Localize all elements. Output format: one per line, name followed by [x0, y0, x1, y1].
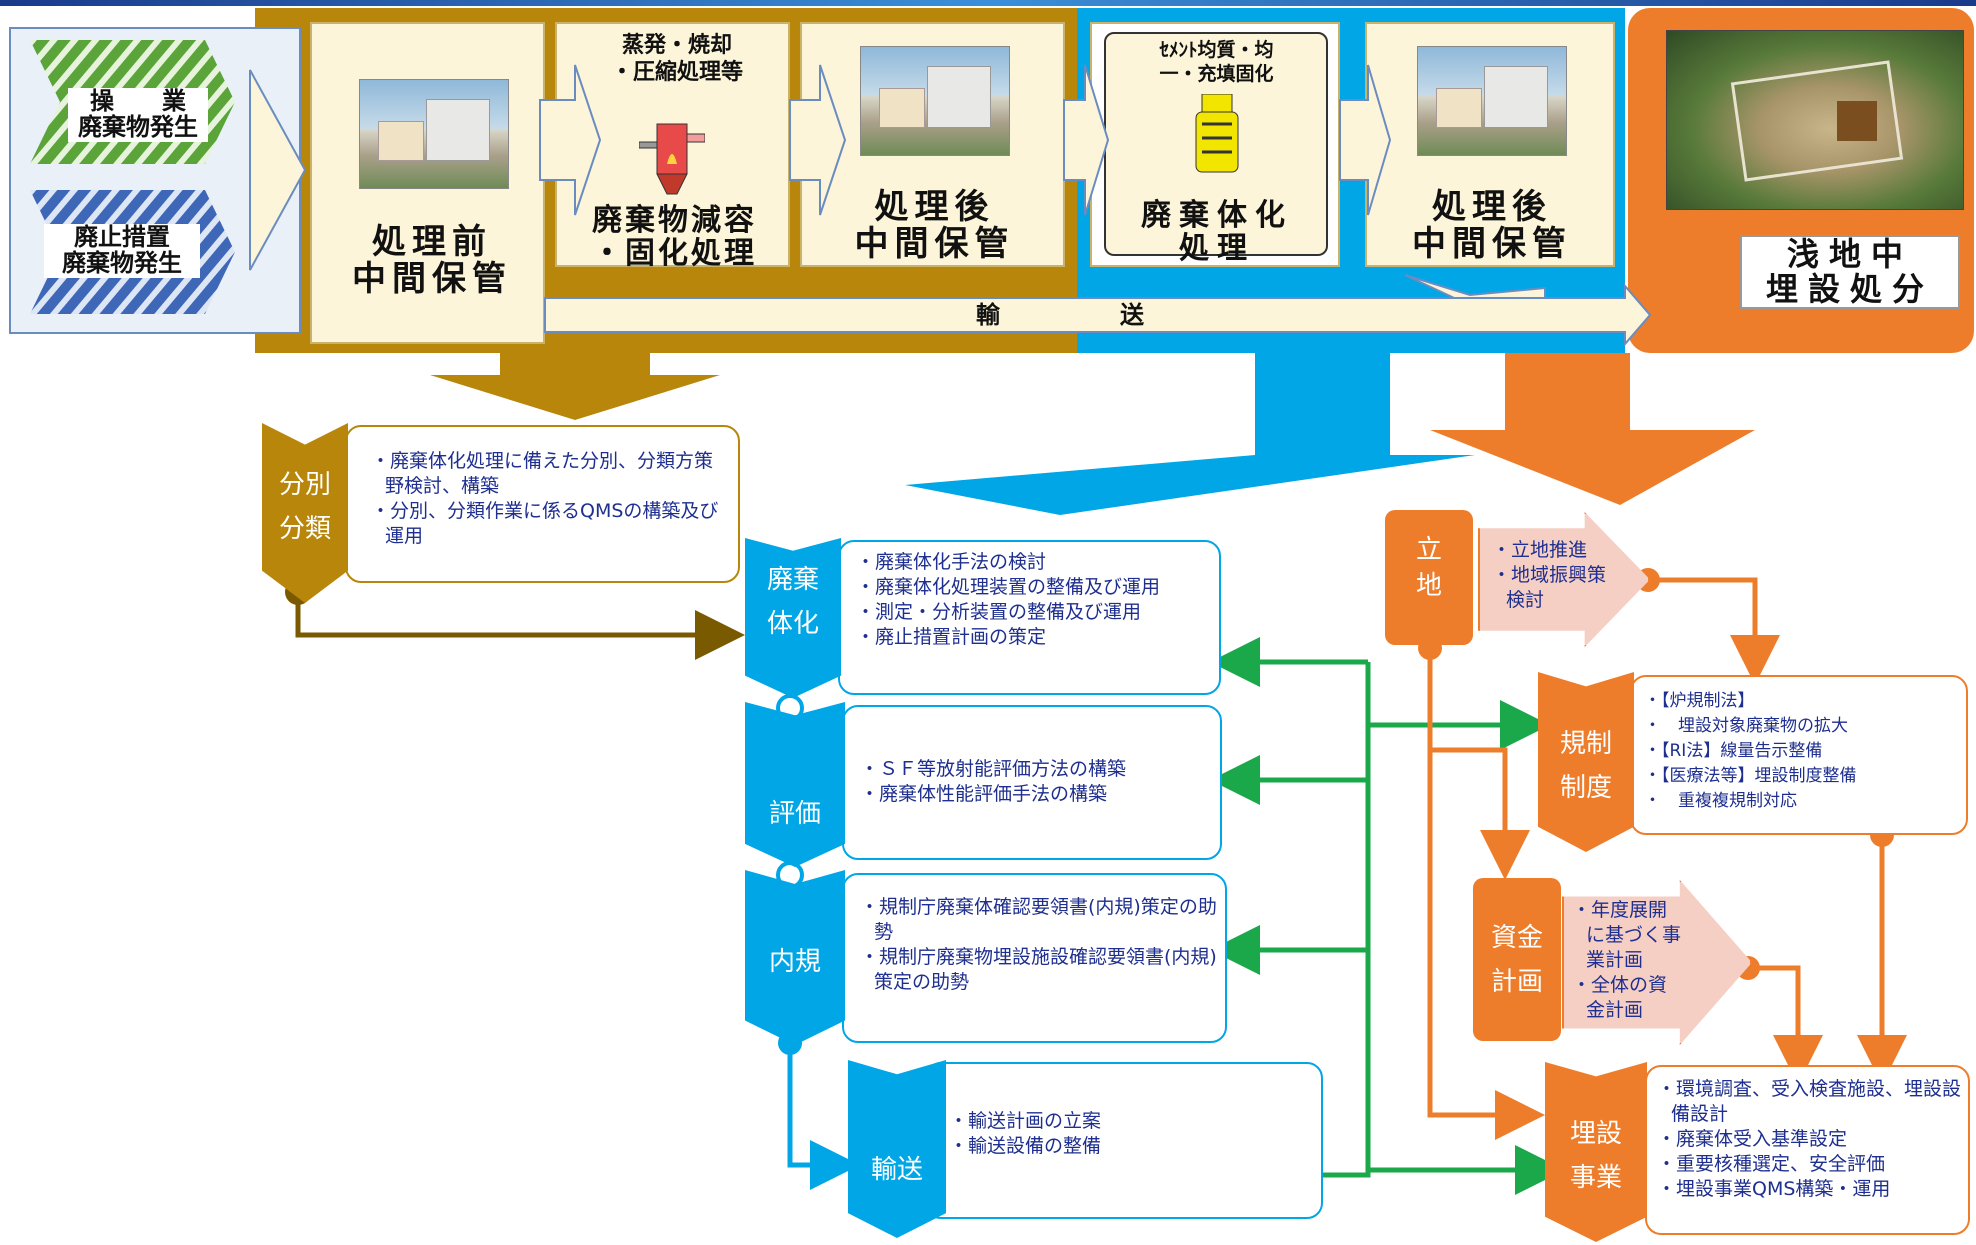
- reduction-label: 廃棄物減容 ・固化処理: [592, 203, 757, 271]
- internal-rules-chevron-label: 内規: [745, 870, 845, 1045]
- bullet-item: ・ 埋設対象廃棄物の拡大: [1644, 716, 1848, 736]
- regulation-chevron-label: 規制 制度: [1538, 672, 1634, 852]
- packaging-items: ・廃棄体化手法の検討 ・廃棄体化処理装置の整備及び運用 ・測定・分析装置の整備及…: [852, 550, 1212, 650]
- disposal-business-chevron-label: 埋設 事業: [1545, 1062, 1647, 1242]
- bullet-item: ・地域振興策検討: [1492, 564, 1607, 611]
- transport-items: ・輸送計画の立案 ・輸送設備の整備: [945, 1109, 1310, 1159]
- pre-storage-label: 処理前 中間保管: [352, 222, 512, 300]
- bullet-item: ・重要核種選定、安全評価: [1657, 1153, 1886, 1175]
- storage-facility-photo: [1417, 46, 1567, 156]
- post-storage-label-2: 処理後 中間保管: [1412, 187, 1572, 265]
- bullet-item: ・輸送設備の整備: [949, 1135, 1102, 1157]
- bullet-item: ・廃棄体化処理装置の整備及び運用: [856, 576, 1161, 598]
- disposal-site-photo: [1666, 30, 1964, 210]
- bullet-item: ・廃棄体性能評価手法の構築: [860, 783, 1108, 805]
- disposal-business-items: ・環境調査、受入検査施設、埋設設備設計 ・廃棄体受入基準設定 ・重要核種選定、安…: [1653, 1077, 1965, 1202]
- decommission-waste-label: 廃止措置 廃棄物発生: [44, 224, 200, 278]
- storage-facility-photo: [359, 79, 509, 189]
- pre-treatment-storage-panel: 処理前 中間保管: [310, 22, 545, 344]
- operation-waste-label: 操 業 廃棄物発生: [68, 88, 208, 142]
- regulation-items: ・【炉規制法】 ・ 埋設対象廃棄物の拡大 ・【RI法】線量告示整備 ・【医療法等…: [1644, 689, 1964, 814]
- disposal-business-detail-box: ・環境調査、受入検査施設、埋設設備設計 ・廃棄体受入基準設定 ・重要核種選定、安…: [1645, 1065, 1970, 1235]
- reduction-caption: 蒸発・焼却 ・圧縮処理等: [610, 33, 743, 85]
- internal-rules-items: ・規制庁廃棄体確認要領書(内規)策定の助勢 ・規制庁廃棄物埋設施設確認要領書(内…: [856, 895, 1221, 995]
- top-accent-bar: [0, 0, 1976, 6]
- incinerator-icon: [638, 114, 706, 204]
- bullet-item: ・廃棄体受入基準設定: [1657, 1128, 1848, 1150]
- bullet-item: ・廃止措置計画の策定: [856, 626, 1047, 648]
- transport-chevron-label: 輸送: [848, 1060, 946, 1238]
- sorting-detail-box: ・廃棄体化処理に備えた分別、分類方策野検討、構築 ・分別、分類作業に係るQMSの…: [345, 425, 740, 583]
- post-storage-label-1: 処理後 中間保管: [854, 187, 1015, 265]
- shallow-disposal-label: 浅地中 埋設処分: [1740, 235, 1960, 310]
- transport-detail-box: ・輸送計画の立案 ・輸送設備の整備: [925, 1062, 1323, 1219]
- post-storage-panel-2: 処理後 中間保管: [1365, 22, 1615, 267]
- internal-rules-detail-box: ・規制庁廃棄体確認要領書(内規)策定の助勢 ・規制庁廃棄物埋設施設確認要領書(内…: [842, 873, 1227, 1043]
- funding-label-box: 資金 計画: [1473, 878, 1561, 1041]
- regulation-detail-box: ・【炉規制法】 ・ 埋設対象廃棄物の拡大 ・【RI法】線量告示整備 ・【医療法等…: [1630, 675, 1968, 835]
- funding-items: ・年度展開に基づく事業計画 ・全体の資金計画: [1568, 898, 1686, 1023]
- bullet-item: ・規制庁廃棄体確認要領書(内規)策定の助勢: [860, 896, 1217, 943]
- bullet-item: ・【RI法】線量告示整備: [1644, 741, 1823, 761]
- drum-icon: [1192, 93, 1242, 184]
- cement-caption: ｾﾒﾝﾄ均質・均 一・充填固化: [1159, 39, 1274, 85]
- bullet-item: ・年度展開に基づく事業計画: [1572, 899, 1682, 971]
- bullet-item: ・測定・分析装置の整備及び運用: [856, 601, 1142, 623]
- bullet-item: ・環境調査、受入検査施設、埋設設備設計: [1657, 1078, 1962, 1125]
- bullet-item: ・輸送計画の立案: [949, 1110, 1102, 1132]
- bullet-item: ・廃棄体化処理に備えた分別、分類方策野検討、構築: [371, 450, 714, 497]
- packaging-label: 廃棄体化 処理: [1141, 198, 1293, 266]
- bullet-item: ・分別、分類作業に係るQMSの構築及び運用: [371, 500, 719, 547]
- bullet-item: ・埋設事業QMS構築・運用: [1657, 1178, 1891, 1200]
- bullet-item: ・全体の資金計画: [1572, 974, 1668, 1021]
- evaluation-chevron-label: 評価: [745, 702, 845, 867]
- sorting-chevron-label: 分別 分類: [262, 423, 348, 603]
- bullet-item: ・【炉規制法】: [1644, 691, 1755, 711]
- bullet-item: ・規制庁廃棄物埋設施設確認要領書(内規)策定の助勢: [860, 946, 1217, 993]
- siting-label-box: 立 地: [1385, 510, 1473, 645]
- sorting-items: ・廃棄体化処理に備えた分別、分類方策野検討、構築 ・分別、分類作業に係るQMSの…: [367, 449, 727, 549]
- packaging-chevron-label: 廃棄 体化: [745, 538, 841, 698]
- siting-items: ・立地推進 ・地域振興策検討: [1488, 538, 1616, 613]
- bullet-item: ・ 重複複規制対応: [1644, 791, 1797, 811]
- evaluation-items: ・ＳＦ等放射能評価方法の構築 ・廃棄体性能評価手法の構築: [856, 757, 1216, 807]
- bullet-item: ・ＳＦ等放射能評価方法の構築: [860, 758, 1127, 780]
- bullet-item: ・【医療法等】埋設制度整備: [1644, 766, 1857, 786]
- storage-facility-photo: [860, 46, 1010, 156]
- packaging-detail-box: ・廃棄体化手法の検討 ・廃棄体化処理装置の整備及び運用 ・測定・分析装置の整備及…: [838, 540, 1221, 695]
- evaluation-detail-box: ・ＳＦ等放射能評価方法の構築 ・廃棄体性能評価手法の構築: [842, 705, 1222, 860]
- bullet-item: ・立地推進: [1492, 539, 1588, 561]
- bullet-item: ・廃棄体化手法の検討: [856, 551, 1047, 573]
- transport-flow-label: 輸 送: [976, 301, 1144, 329]
